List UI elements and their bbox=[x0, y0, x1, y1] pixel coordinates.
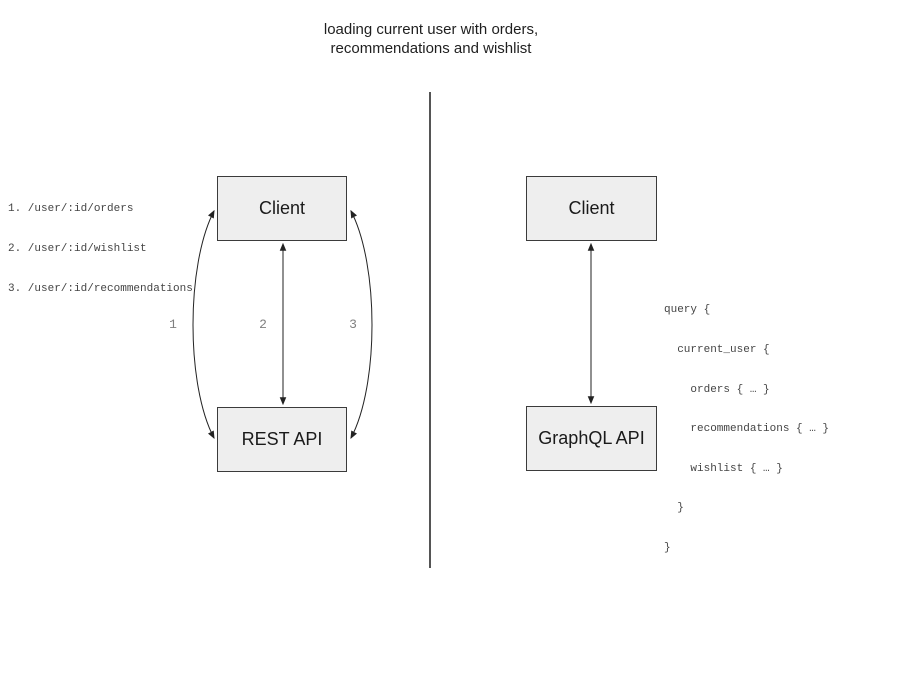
arrow-label-2: 2 bbox=[259, 317, 267, 332]
query-line: current_user { bbox=[664, 344, 770, 357]
vertical-divider bbox=[429, 92, 431, 568]
rest-arrow-1-curve bbox=[192, 209, 215, 440]
query-line: orders { … } bbox=[664, 383, 770, 396]
title-line-2: recommendations and wishlist bbox=[330, 40, 532, 57]
graphql-query-snippet: query { current_user { orders { … } reco… bbox=[664, 278, 829, 582]
query-line: } bbox=[664, 542, 671, 555]
query-line: query { bbox=[664, 304, 711, 317]
graphql-api-node-label: GraphQL API bbox=[538, 428, 645, 448]
title-line-1: loading current user with orders, bbox=[323, 21, 539, 38]
rest-client-node-label: Client bbox=[258, 198, 306, 218]
rest-api-node: REST API bbox=[217, 407, 347, 472]
graphql-client-node: Client bbox=[526, 176, 657, 241]
rest-api-node-label: REST API bbox=[241, 429, 323, 449]
diagram-title: loading current user with orders, recomm… bbox=[231, 20, 631, 58]
graphql-api-node: GraphQL API bbox=[526, 406, 657, 471]
query-line: wishlist { … } bbox=[664, 462, 783, 475]
arrow-label-1: 1 bbox=[169, 317, 177, 332]
rest-endpoint-recommendations: 3. /user/:id/recommendations bbox=[8, 282, 193, 295]
graphql-client-node-label: Client bbox=[568, 198, 615, 218]
rest-client-node: Client bbox=[217, 176, 347, 241]
query-line: } bbox=[664, 502, 684, 515]
rest-endpoint-orders: 1. /user/:id/orders bbox=[8, 203, 134, 216]
query-line: recommendations { … } bbox=[664, 423, 830, 436]
rest-endpoint-wishlist: 2. /user/:id/wishlist bbox=[8, 243, 147, 256]
rest-endpoint-list: 1. /user/:id/orders 2. /user/:id/wishlis… bbox=[8, 177, 193, 322]
arrow-label-3: 3 bbox=[349, 317, 357, 332]
